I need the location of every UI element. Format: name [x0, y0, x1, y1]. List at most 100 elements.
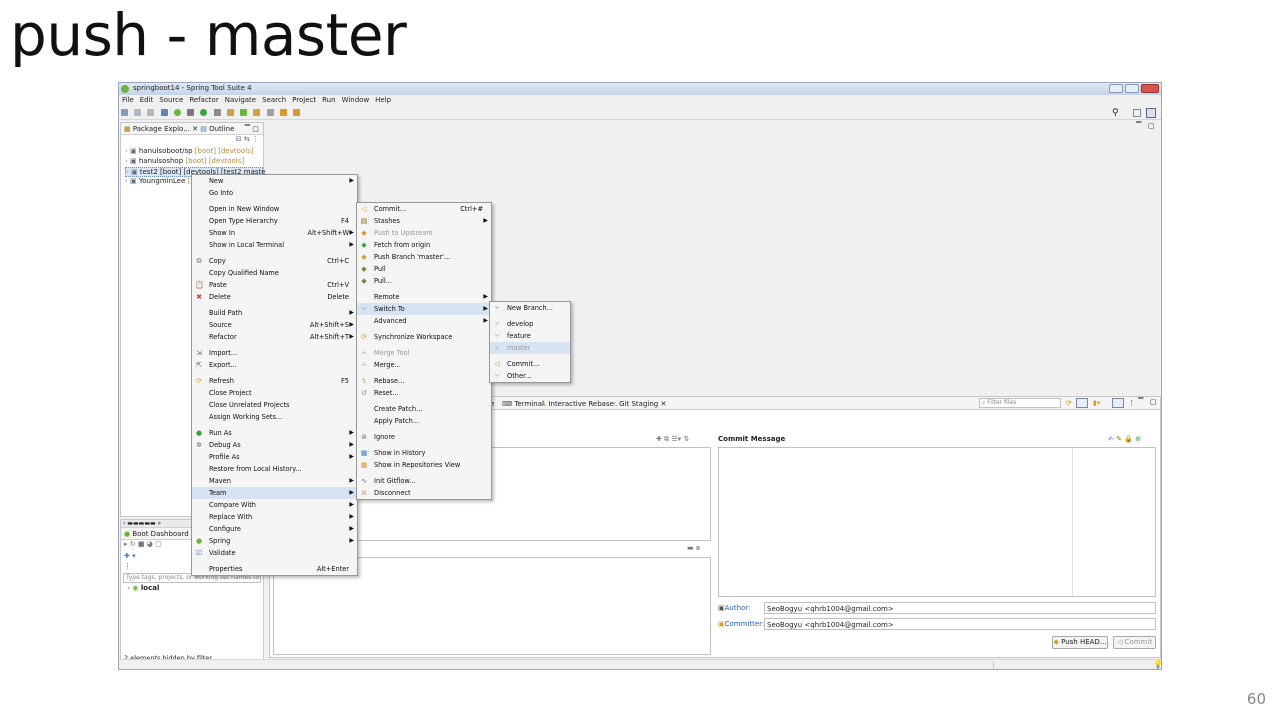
switch-menu-item-other[interactable]: ⑂Other... [490, 370, 570, 382]
team-menu-item-pull[interactable]: ◆Pull... [357, 275, 491, 287]
link-editor-icon[interactable]: ⇆ [243, 135, 250, 143]
maximize-view-icon[interactable]: ▢ [252, 125, 259, 133]
team-menu-item-reset[interactable]: ↺Reset... [357, 387, 491, 399]
team-menu-item-show-in-repositories-view[interactable]: ▦Show in Repositories View [357, 459, 491, 471]
tip-icon[interactable]: 💡 [1153, 660, 1162, 669]
switch-menu-item-develop[interactable]: ⑂develop [490, 318, 570, 330]
stage-all-icon[interactable]: ⧉ [664, 435, 670, 443]
commit-message-input[interactable] [718, 447, 1156, 597]
java-perspective-icon[interactable] [1146, 108, 1156, 118]
menu-source[interactable]: Source [159, 96, 184, 104]
expand-arrow-icon[interactable]: › [126, 168, 132, 176]
repository-icon[interactable]: ▮▾ [1093, 399, 1101, 407]
team-menu-item-fetch-from-origin[interactable]: ◆Fetch from origin [357, 239, 491, 251]
view-menu-icon[interactable]: ⋮ [1128, 399, 1135, 407]
team-menu-item-merge[interactable]: ⑃Merge... [357, 359, 491, 371]
stage-icon[interactable]: ✚ [656, 435, 662, 443]
ctx-menu-item-compare-with[interactable]: Compare With▶ [192, 499, 357, 511]
stop-icon[interactable]: ■ [137, 540, 145, 548]
new-class-icon[interactable] [240, 109, 248, 116]
team-menu-item-switch-to[interactable]: ⑂Switch To▶ [357, 303, 491, 315]
menu-project[interactable]: Project [292, 96, 317, 104]
menu-navigate[interactable]: Navigate [224, 96, 257, 104]
tab-boot-dashboard[interactable]: Boot Dashboard [132, 530, 189, 538]
local-target[interactable]: › ◉ local [121, 584, 263, 596]
project-tree-item[interactable]: › ▣ hanulsoshop [boot] [devtools] [125, 157, 263, 167]
ctx-menu-item-open-in-new-window[interactable]: Open in New Window [192, 203, 357, 215]
menu-run[interactable]: Run [322, 96, 336, 104]
add-signed-off-icon[interactable]: ✍ [1108, 435, 1114, 443]
ctx-menu-item-build-path[interactable]: Build Path▶ [192, 307, 357, 319]
ctx-menu-item-assign-working-sets[interactable]: Assign Working Sets... [192, 411, 357, 423]
tab-terminal[interactable]: ⌨ Terminal [502, 400, 544, 408]
team-menu-item-synchronize-workspace[interactable]: ⟳Synchronize Workspace [357, 331, 491, 343]
list-view-icon[interactable]: ☰▾ [671, 435, 682, 443]
team-menu-item-create-patch[interactable]: Create Patch... [357, 403, 491, 415]
minimize-button[interactable] [1109, 84, 1123, 93]
menu-help[interactable]: Help [375, 96, 392, 104]
ctx-menu-item-restore-from-local-history[interactable]: Restore from Local History... [192, 463, 357, 475]
switch-menu-item-feature[interactable]: ⑂feature [490, 330, 570, 342]
ctx-menu-item-team[interactable]: Team▶ [192, 487, 357, 499]
switch-menu-item-new-branch[interactable]: ⑂New Branch... [490, 302, 570, 314]
minimize-editor-icon[interactable]: ▔ [1136, 122, 1142, 130]
team-menu-item-push-branch-master[interactable]: ◆Push Branch 'master'... [357, 251, 491, 263]
quick-access-search-icon[interactable]: ⚲ [1112, 108, 1119, 118]
ctx-menu-item-copy-qualified-name[interactable]: Copy Qualified Name [192, 267, 357, 279]
search-icon[interactable] [266, 109, 274, 116]
minimize-view-icon[interactable]: ▔ [244, 125, 251, 133]
expand-arrow-icon[interactable]: › [125, 157, 131, 165]
unstage-all-icon[interactable]: ⧈ [695, 544, 701, 552]
ctx-menu-item-maven[interactable]: Maven▶ [192, 475, 357, 487]
menu-refactor[interactable]: Refactor [189, 96, 219, 104]
refresh-icon[interactable]: ⟳ [1066, 399, 1072, 407]
menu-search[interactable]: Search [262, 96, 287, 104]
ctx-menu-item-debug-as[interactable]: ✲Debug As▶ [192, 439, 357, 451]
view-menu-icon[interactable]: ⋮ [252, 135, 259, 143]
team-menu-item-remote[interactable]: Remote▶ [357, 291, 491, 303]
start-icon[interactable]: ▸ [124, 540, 128, 548]
back-icon[interactable] [279, 109, 287, 116]
amend-icon[interactable]: ✎ [1116, 435, 1122, 443]
team-menu-item-disconnect[interactable]: ⛌Disconnect [357, 487, 491, 499]
ctx-menu-item-configure[interactable]: Configure▶ [192, 523, 357, 535]
ctx-menu-item-new[interactable]: New▶ [192, 175, 357, 187]
debug-icon[interactable] [187, 109, 195, 116]
ctx-menu-item-validate[interactable]: ☑Validate [192, 547, 357, 559]
tab-interactive-rebase[interactable]: ⑊ Interactive Rebase [542, 400, 614, 408]
external-tools-icon[interactable] [213, 109, 221, 116]
tab-package-explorer[interactable]: Package Explo... [132, 125, 190, 133]
ctx-menu-item-replace-with[interactable]: Replace With▶ [192, 511, 357, 523]
project-tree-item[interactable]: › ▣ hanulsoboot/sp [boot] [devtools] [125, 147, 263, 157]
maximize-editor-icon[interactable]: ▢ [1148, 122, 1155, 130]
tab-partial[interactable]: e [490, 400, 495, 408]
save-all-icon[interactable] [147, 109, 155, 116]
add-icon[interactable]: ✚ ▾ [124, 552, 136, 560]
staged-changes-list[interactable] [273, 557, 711, 655]
boot-run-icon[interactable] [173, 109, 181, 116]
team-menu-item-rebase[interactable]: ⑊Rebase... [357, 375, 491, 387]
change-id-icon[interactable]: ⊕ [1135, 435, 1142, 443]
menu-edit[interactable]: Edit [139, 96, 154, 104]
sign-commit-icon[interactable]: 🔒 [1124, 435, 1133, 443]
run-icon[interactable] [200, 109, 208, 116]
forward-icon[interactable] [293, 109, 301, 116]
ctx-menu-item-go-into[interactable]: Go Into [192, 187, 357, 199]
author-input[interactable]: SeoBogyu <qhrb1004@gmail.com> [764, 602, 1156, 614]
new-icon[interactable] [121, 109, 128, 116]
ctx-menu-item-run-as[interactable]: ●Run As▶ [192, 427, 357, 439]
team-menu-item-show-in-history[interactable]: ▦Show in History [357, 447, 491, 459]
minimize-view-icon[interactable]: ▔ [1138, 398, 1144, 406]
committer-input[interactable]: SeoBogyu <qhrb1004@gmail.com> [764, 618, 1156, 630]
ctx-menu-item-export[interactable]: ⇱Export... [192, 359, 357, 371]
expand-arrow-icon[interactable]: › [125, 177, 131, 185]
sort-icon[interactable]: ⇅ [683, 435, 690, 443]
ctx-menu-item-profile-as[interactable]: Profile As▶ [192, 451, 357, 463]
close-tab-icon[interactable]: ✕ [192, 125, 201, 133]
team-menu-item-commit[interactable]: ◁Commit...Ctrl+# [357, 203, 491, 215]
